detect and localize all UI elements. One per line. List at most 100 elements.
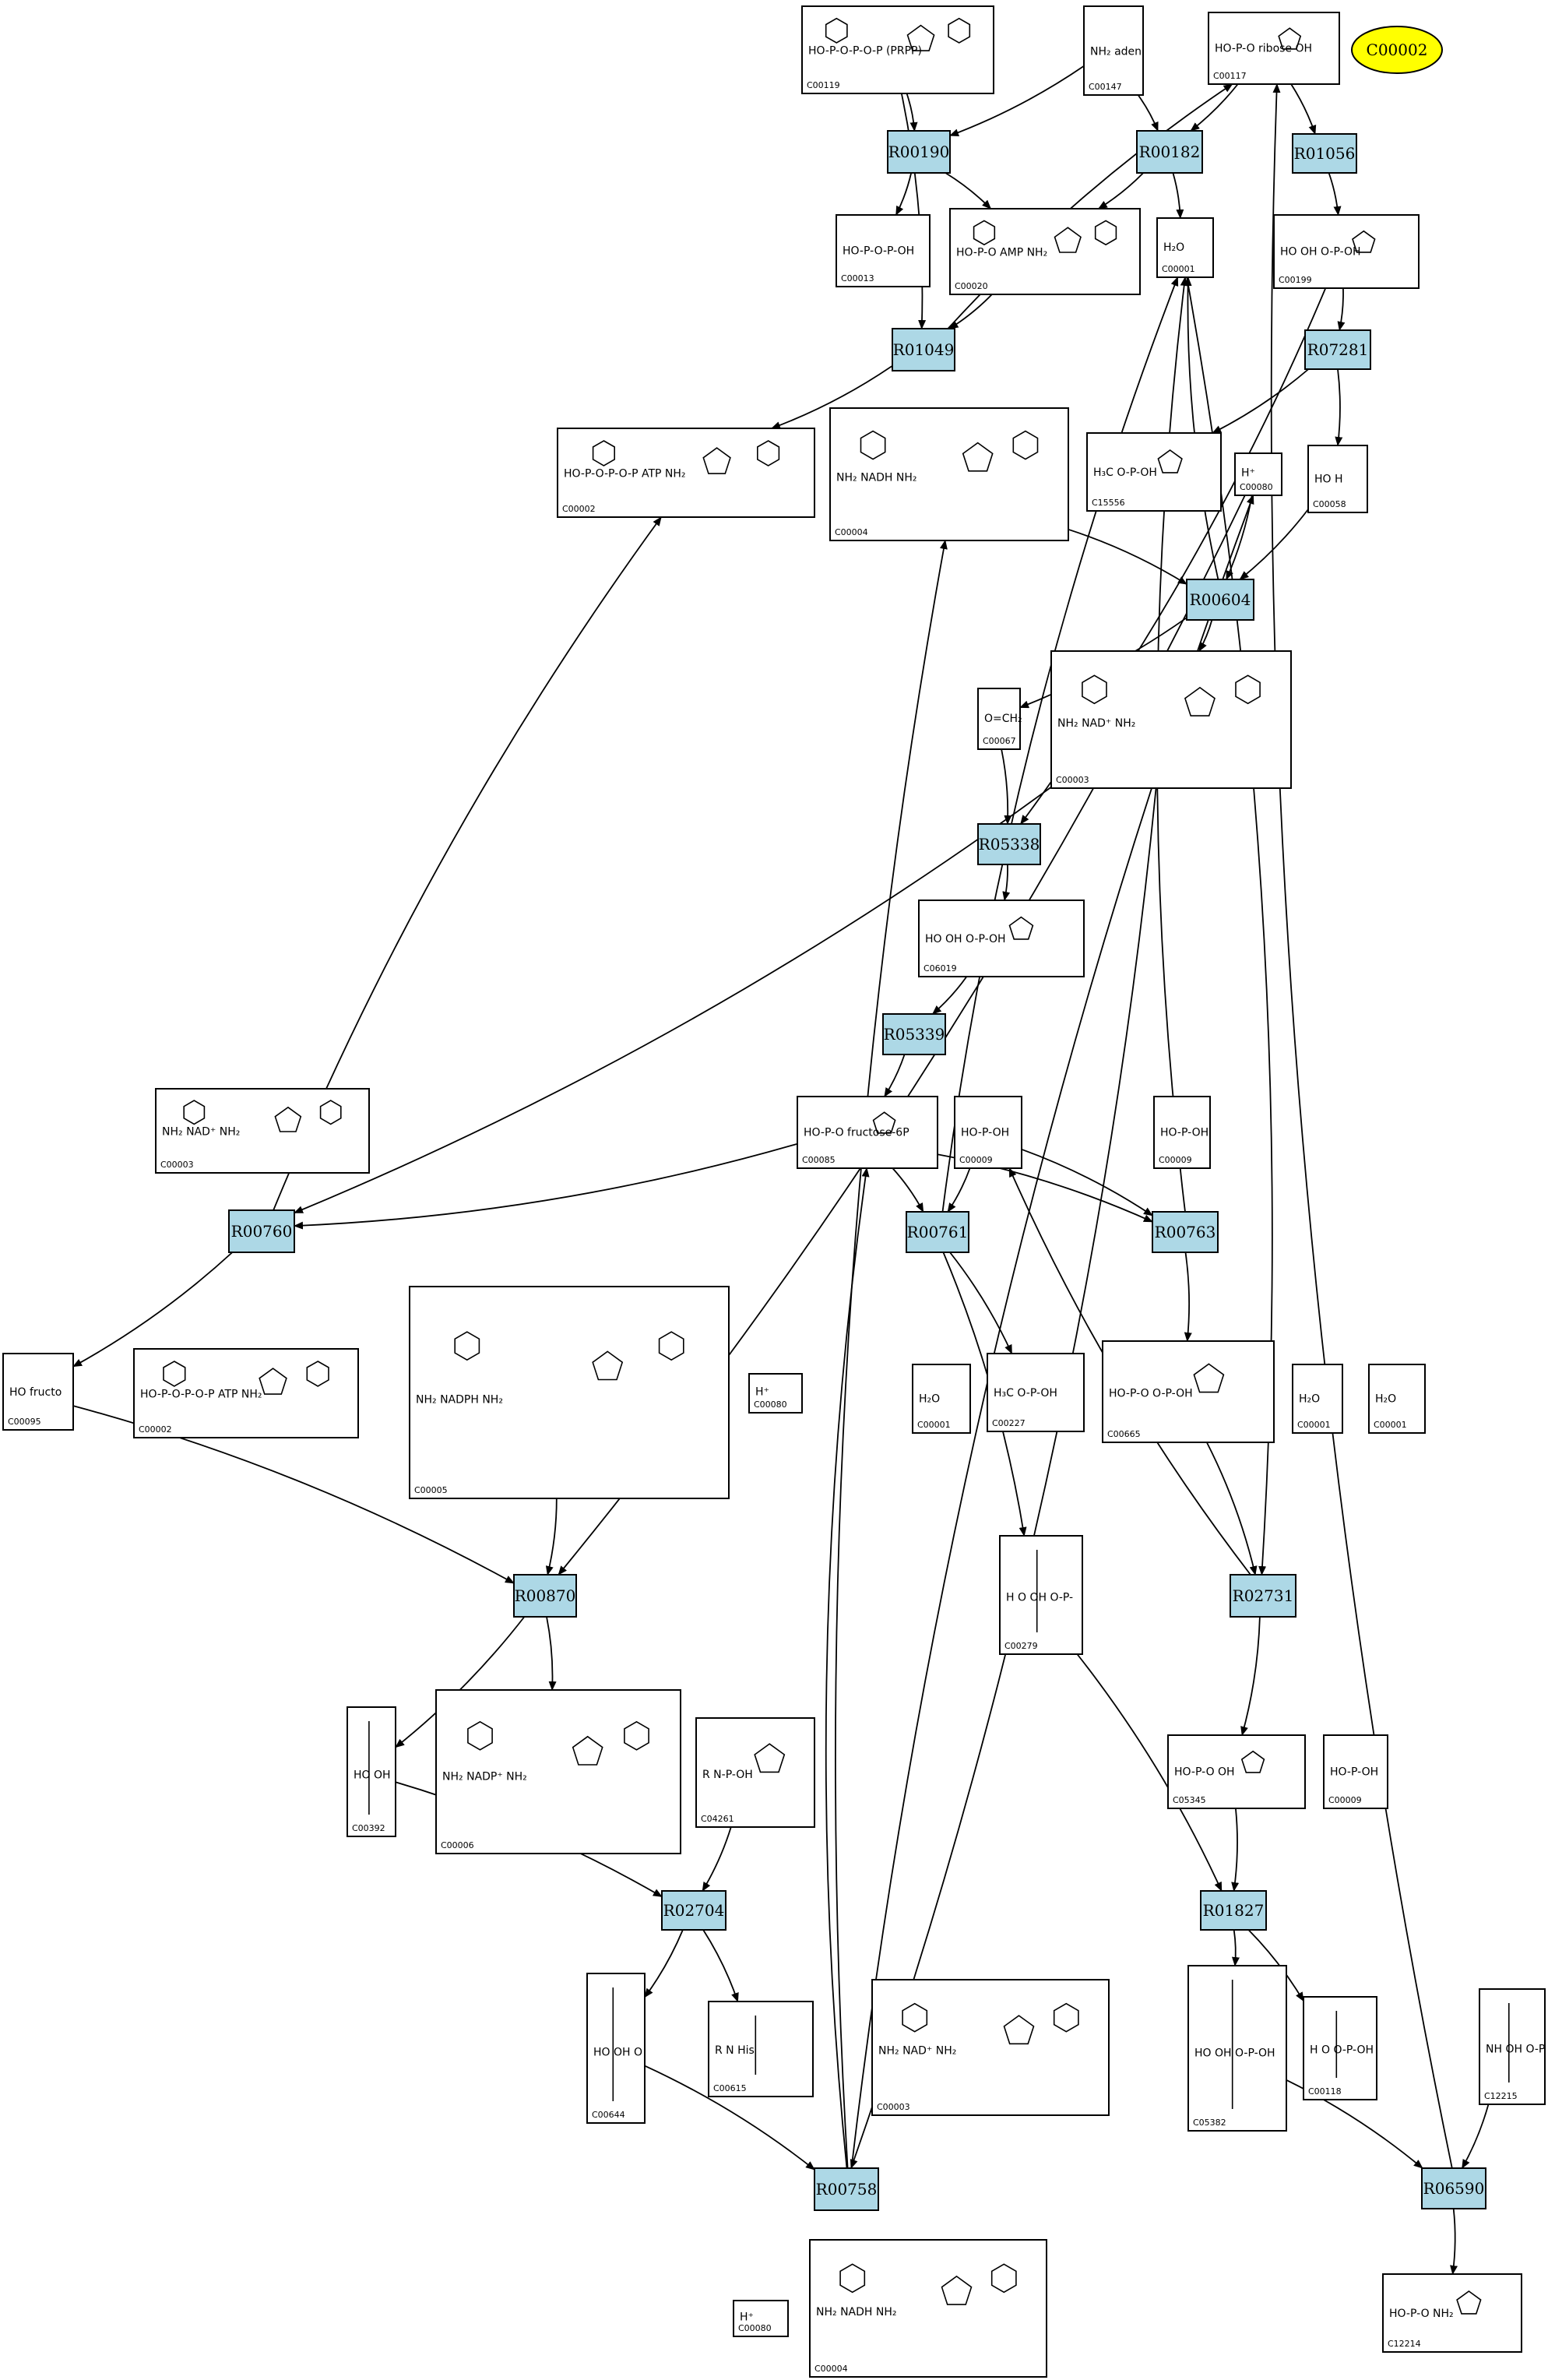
reaction-box[interactable] <box>887 130 951 174</box>
compound-box[interactable] <box>829 407 1069 541</box>
compound-box[interactable] <box>1303 1996 1377 2100</box>
reaction-box[interactable] <box>882 1013 946 1055</box>
compound-box[interactable] <box>695 1717 815 1828</box>
reaction-r02731[interactable]: R02731 <box>1230 1574 1296 1618</box>
compound-c00080[interactable]: H⁺C00080 <box>748 1373 803 1414</box>
compound-box[interactable] <box>871 1979 1110 2116</box>
compound-box[interactable] <box>797 1096 938 1169</box>
highlight-ellipse[interactable] <box>1351 26 1443 74</box>
compound-box[interactable] <box>1187 1965 1287 2132</box>
reaction-box[interactable] <box>1292 133 1357 174</box>
compound-c00080[interactable]: H⁺C00080 <box>733 2300 789 2337</box>
compound-box[interactable] <box>801 5 994 94</box>
compound-box[interactable] <box>2 1353 74 1431</box>
compound-box[interactable] <box>977 688 1021 750</box>
reaction-box[interactable] <box>1421 2167 1486 2209</box>
compound-box[interactable] <box>1050 650 1292 789</box>
reaction-r00870[interactable]: R00870 <box>513 1574 577 1618</box>
compound-box[interactable] <box>1273 214 1420 289</box>
compound-box[interactable] <box>708 2001 814 2097</box>
compound-box[interactable] <box>733 2300 789 2337</box>
reaction-box[interactable] <box>906 1211 969 1253</box>
compound-box[interactable] <box>1382 2273 1522 2353</box>
compound-box[interactable] <box>435 1689 681 1854</box>
compound-box[interactable] <box>1153 1096 1211 1169</box>
compound-box[interactable] <box>999 1535 1083 1655</box>
compound-box[interactable] <box>1323 1734 1388 1809</box>
compound-box[interactable] <box>954 1096 1022 1169</box>
compound-box[interactable] <box>1086 432 1222 512</box>
compound-box[interactable] <box>409 1286 730 1499</box>
compound-box[interactable] <box>748 1373 803 1414</box>
reaction-r05338[interactable]: R05338 <box>977 823 1041 865</box>
reaction-r00761[interactable]: R00761 <box>906 1211 969 1253</box>
reaction-box[interactable] <box>814 2167 879 2211</box>
reaction-r07281[interactable]: R07281 <box>1304 329 1371 370</box>
reaction-box[interactable] <box>513 1574 577 1618</box>
compound-box[interactable] <box>347 1706 396 1837</box>
reaction-r00182[interactable]: R00182 <box>1136 130 1203 174</box>
compound-box[interactable] <box>918 900 1085 977</box>
reaction-r01827[interactable]: R01827 <box>1200 1890 1267 1931</box>
compound-box[interactable] <box>1102 1340 1275 1443</box>
highlight-node[interactable]: C00002 <box>1351 26 1443 74</box>
compound-c00392[interactable]: HO OH C00392 <box>347 1706 396 1837</box>
compound-box[interactable] <box>912 1364 971 1434</box>
compound-box[interactable] <box>987 1353 1085 1432</box>
reaction-r05339[interactable]: R05339 <box>882 1013 946 1055</box>
compound-box[interactable] <box>1167 1734 1306 1809</box>
compound-box[interactable] <box>1156 217 1214 278</box>
compound-box[interactable] <box>809 2239 1047 2378</box>
compound-box[interactable] <box>1368 1364 1426 1434</box>
reaction-box[interactable] <box>1200 1890 1267 1931</box>
reaction-r01049[interactable]: R01049 <box>892 328 955 371</box>
reaction-box[interactable] <box>892 328 955 371</box>
reaction-box[interactable] <box>1152 1211 1219 1253</box>
compound-box[interactable] <box>1234 452 1282 496</box>
compound-box[interactable] <box>836 214 931 287</box>
reaction-r02704[interactable]: R02704 <box>661 1890 727 1931</box>
reaction-r00758[interactable]: R00758 <box>814 2167 879 2211</box>
reaction-box[interactable] <box>1186 579 1254 621</box>
compound-box[interactable] <box>1307 445 1368 513</box>
reaction-r00760[interactable]: R00760 <box>228 1209 295 1253</box>
reaction-r00190[interactable]: R00190 <box>887 130 951 174</box>
reaction-box[interactable] <box>1136 130 1203 174</box>
compound-box[interactable] <box>1479 1988 1546 2105</box>
